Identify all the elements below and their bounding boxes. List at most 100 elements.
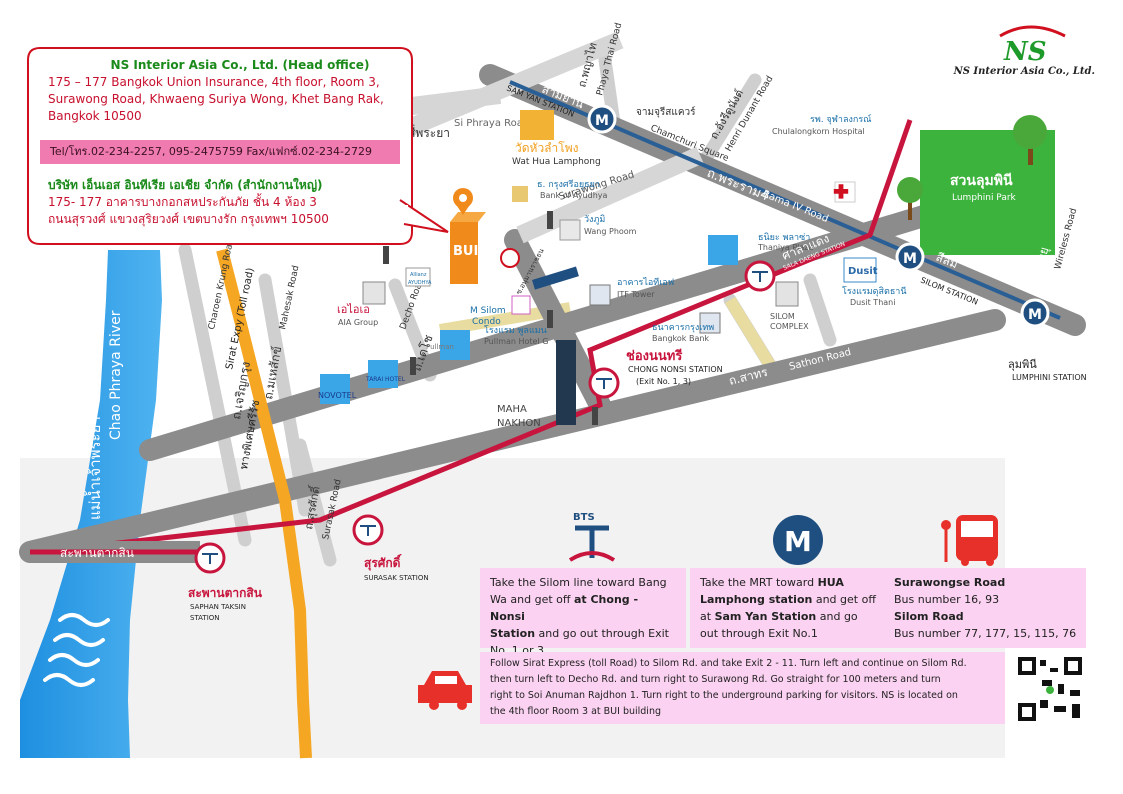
bui-building-marker[interactable]: BUI <box>450 188 486 284</box>
callout-thai-line-1: 175- 177 อาคารบางกอกสหประกันภัย ชั้น 4 ห… <box>48 195 317 209</box>
mrt-station-lumphini[interactable]: M <box>1020 298 1050 328</box>
dusit-logo: Dusit <box>848 266 878 277</box>
mrt-text-3: at Sam Yan Station and go <box>700 610 858 623</box>
hospital-label: Chulalongkorn Hospital <box>772 127 865 136</box>
novotel-label: NOVOTEL <box>318 391 357 400</box>
m-silom-label-1: M Silom <box>470 306 506 316</box>
river-waves-icon <box>43 613 110 687</box>
pullman-building-icon <box>440 330 470 360</box>
tree-icon <box>1013 115 1047 165</box>
wang-phoom-icon <box>559 219 581 241</box>
thaniya-label: Thaniya Plaza <box>757 243 813 252</box>
tarai-building-icon <box>368 360 398 388</box>
park-label: Lumphini Park <box>952 193 1017 203</box>
qr-code-icon[interactable] <box>1016 655 1084 723</box>
bts-station-saphan-taksin[interactable] <box>194 542 226 574</box>
mahanakhon-tower-icon <box>556 340 576 425</box>
svg-text:M: M <box>903 251 917 267</box>
bay-label-thai: ธ. กรุงศรีอยุธยา <box>537 179 600 190</box>
bts-text-2: Wa and get off at Chong - Nonsi <box>490 593 639 623</box>
bay-label: Bank of Ayudhya <box>540 191 608 200</box>
svg-text:M: M <box>1028 307 1042 323</box>
si-phraya-label: Si Phraya Road <box>454 118 529 129</box>
aia-building-icon <box>362 281 386 305</box>
temple-icon <box>520 110 554 140</box>
svg-text:M: M <box>784 525 812 558</box>
bts-logo-icon: BTS <box>568 512 616 562</box>
aia-label-thai: เอไอเอ <box>337 303 370 316</box>
thaniya-label-thai: ธนิยะ พลาซ่า <box>758 232 810 243</box>
itf-label-thai: อาคารไอทีเอฟ <box>617 277 674 288</box>
callout-pointer <box>399 199 449 233</box>
bts-text-3: Station and go out through Exit <box>490 627 669 640</box>
bus-road-1: Surawongse Road <box>894 576 1006 589</box>
dusit-label: Dusit Thani <box>850 298 895 307</box>
dusit-logo-icon <box>843 257 877 283</box>
tarai-label: TARAI HOTEL <box>365 376 406 383</box>
sirat-expressway <box>216 248 312 759</box>
allianz-label-2: AYUDHYA <box>408 280 432 286</box>
callout-address-3: Bangkok 10500 <box>48 109 142 123</box>
itf-label: ITF Tower <box>617 290 655 299</box>
skywalk <box>532 266 579 290</box>
park-label-thai: สวนลุมพินี <box>950 173 1013 189</box>
bts-text-1: Take the Silom line toward Bang <box>490 576 667 589</box>
callout-title: NS Interior Asia Co., Ltd. (Head office) <box>110 58 370 72</box>
car-text-4: the 4th floor Room 3 at BUI building <box>490 706 661 717</box>
bts-line <box>39 119 913 555</box>
bridge-label-thai: สะพานตากสิน <box>60 546 134 560</box>
car-directions-box: Follow Sirat Express (toll Road) to Silo… <box>480 652 1005 724</box>
allianz-label-1: Allianz <box>410 272 427 278</box>
mahanakhon-label-2: NAKHON <box>497 418 541 429</box>
svg-text:M: M <box>595 113 609 129</box>
bui-label: BUI <box>453 244 478 259</box>
novotel-building-icon <box>320 374 350 404</box>
traffic-light-icon <box>383 246 389 264</box>
car-text-1: Follow Sirat Express (toll Road) to Silo… <box>490 658 967 669</box>
mrt-logo-icon: M <box>773 515 823 565</box>
callout-address-2: Surawong Road, Khwaeng Suriya Wong, Khet… <box>48 92 384 106</box>
wang-phoom-label: Wang Phoom <box>584 227 637 236</box>
lumphini-label: LUMPHINI STATION <box>1012 373 1087 382</box>
wat-label-thai: วัดหัวลำโพง <box>515 141 579 155</box>
bts-station-chong-nonsi[interactable] <box>588 367 620 399</box>
mrt-text-4: out through Exit No.1 <box>700 627 818 640</box>
dusit-label-thai: โรงแรมดุสิตธานี <box>842 286 907 297</box>
company-name: NS Interior Asia Co., Ltd. <box>953 66 1095 77</box>
bts-station-surasak[interactable] <box>352 514 384 546</box>
silom-complex-label-1: SILOM <box>770 312 795 321</box>
mrt-station-silom[interactable]: M <box>895 242 925 272</box>
mahanakhon-label-1: MAHA <box>497 404 527 415</box>
pullman-logo: Pullman <box>426 343 454 351</box>
chong-nonsi-exit: (Exit No. 1, 3) <box>636 377 691 386</box>
callout-content: NS Interior Asia Co., Ltd. (Head office)… <box>40 58 400 226</box>
bts-station-sala-daeng[interactable] <box>744 260 776 292</box>
callout-address-1: 175 – 177 Bangkok Union Insurance, 4th f… <box>48 75 380 89</box>
bank-ayudhya-icon <box>512 186 528 202</box>
pullman-label: Pullman Hotel G <box>484 337 548 346</box>
bangkok-bank-icon <box>699 312 721 334</box>
car-text-2: then turn left to Decho Rd. and turn rig… <box>490 674 941 685</box>
surasak-station-label-thai: สุรศักดิ์ <box>364 554 402 571</box>
saphan-taksin-label-2: STATION <box>190 614 220 622</box>
silom-complex-label-2: COMPLEX <box>770 322 809 331</box>
mahesak-label: Mahesak Road <box>278 265 301 331</box>
aia-label: AIA Group <box>338 318 378 327</box>
callout-thai-line-2: ถนนสุรวงศ์ แขวงสุริยวงศ์ เขตบางรัก กรุงเ… <box>48 212 329 226</box>
saphan-taksin-label: SAPHAN TAKSIN <box>190 603 246 611</box>
chong-nonsi-label: CHONG NONSI STATION <box>628 365 723 374</box>
traffic-light-icon <box>410 357 416 375</box>
bus-road-2: Silom Road <box>894 610 964 623</box>
m-silom-icon <box>511 295 531 315</box>
silom-complex-icon <box>775 281 799 307</box>
m-silom-label-2: Condo <box>472 317 501 327</box>
mrt-directions-box: Take the MRT toward HUA Lamphong station… <box>690 568 886 648</box>
mrt-station-sam-yan[interactable]: M <box>587 104 617 134</box>
river-label: Chao Phraya River <box>108 310 124 440</box>
callout-thai-title: บริษัท เอ็นเอส อินทีเรีย เอเชีย จำกัด (ส… <box>48 178 323 192</box>
chamchuri-label-thai: จามจุรีสแควร์ <box>636 106 696 118</box>
silom-road-label-thai: ถ.สีลม <box>400 383 436 406</box>
itf-icon <box>589 284 611 306</box>
bts-directions-box: Take the Silom line toward Bang Wa and g… <box>480 568 686 657</box>
